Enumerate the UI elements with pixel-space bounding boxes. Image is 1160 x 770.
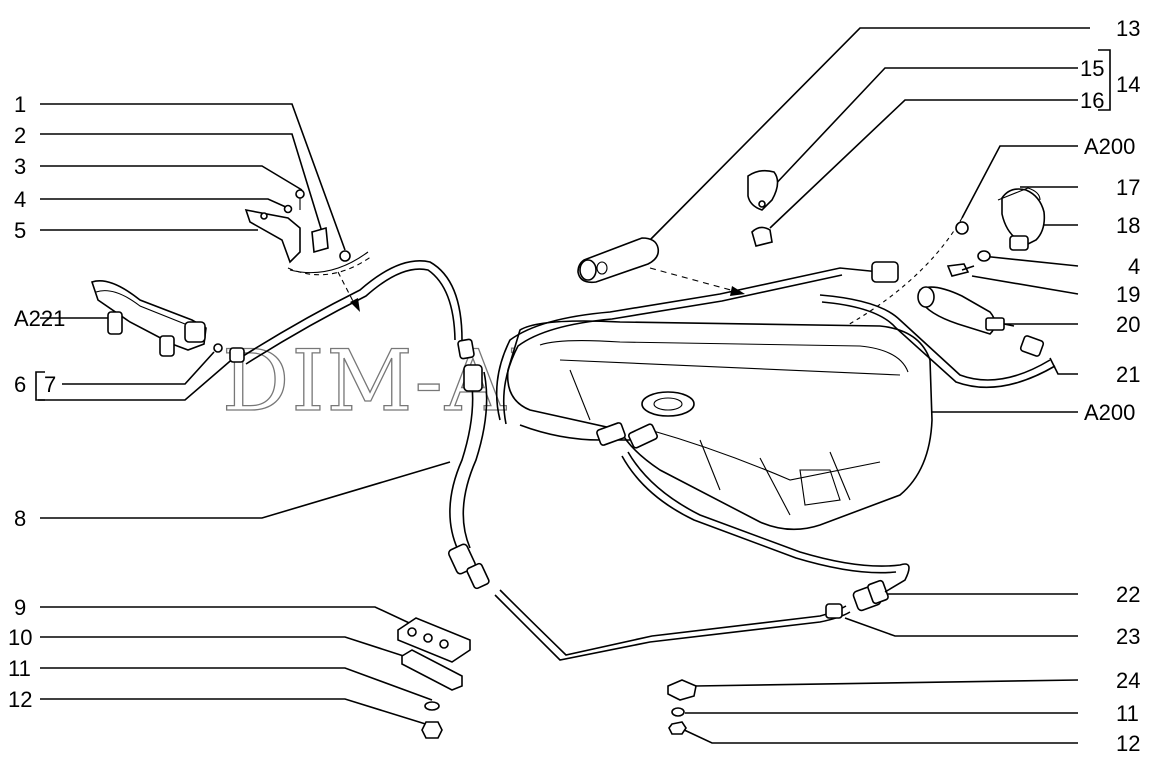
callout-22: 22 (1116, 582, 1140, 607)
callout-14: 14 (1116, 72, 1140, 97)
callout-a221: A221 (14, 306, 65, 331)
callout-4-left: 4 (14, 187, 26, 212)
filter-assembly (917, 187, 1046, 357)
clip-9-assembly (397, 617, 471, 739)
callout-13: 13 (1116, 16, 1140, 41)
callout-12-right: 12 (1116, 731, 1140, 756)
callout-19: 19 (1116, 282, 1140, 307)
leader-lines (38, 27, 1090, 744)
fuel-rail-a221 (90, 280, 245, 363)
callout-11-right: 11 (1116, 701, 1139, 726)
callout-labels: 1 2 3 4 5 A221 6 7 8 9 10 11 12 13 15 16… (8, 16, 1140, 756)
callout-1: 1 (14, 92, 26, 117)
clips-15-16 (747, 169, 779, 247)
callout-24: 24 (1116, 668, 1140, 693)
callout-23: 23 (1116, 624, 1140, 649)
small-parts-24-11-12 (667, 679, 697, 735)
bracket-5 (244, 189, 369, 274)
callout-9: 9 (14, 595, 26, 620)
callout-20: 20 (1116, 312, 1140, 337)
callout-21: 21 (1116, 362, 1140, 387)
callout-5: 5 (14, 218, 26, 243)
callout-6: 6 (14, 372, 26, 397)
callout-15: 15 (1080, 56, 1104, 81)
callout-7: 7 (44, 372, 56, 397)
callout-a200-top: A200 (1084, 134, 1135, 159)
callout-2: 2 (14, 123, 26, 148)
fuel-tank (506, 320, 933, 531)
callout-4-right: 4 (1128, 254, 1140, 279)
callout-10: 10 (8, 625, 32, 650)
fuel-lines (239, 260, 1056, 661)
callout-a200-bottom: A200 (1084, 400, 1135, 425)
callout-3: 3 (14, 154, 26, 179)
callout-11-left: 11 (8, 656, 31, 681)
callout-12-left: 12 (8, 687, 32, 712)
callout-16: 16 (1080, 88, 1104, 113)
pipe-cover-13 (577, 237, 660, 284)
group-brackets (35, 49, 1111, 401)
callout-18: 18 (1116, 213, 1140, 238)
callout-8: 8 (14, 506, 26, 531)
callout-17: 17 (1116, 175, 1140, 200)
